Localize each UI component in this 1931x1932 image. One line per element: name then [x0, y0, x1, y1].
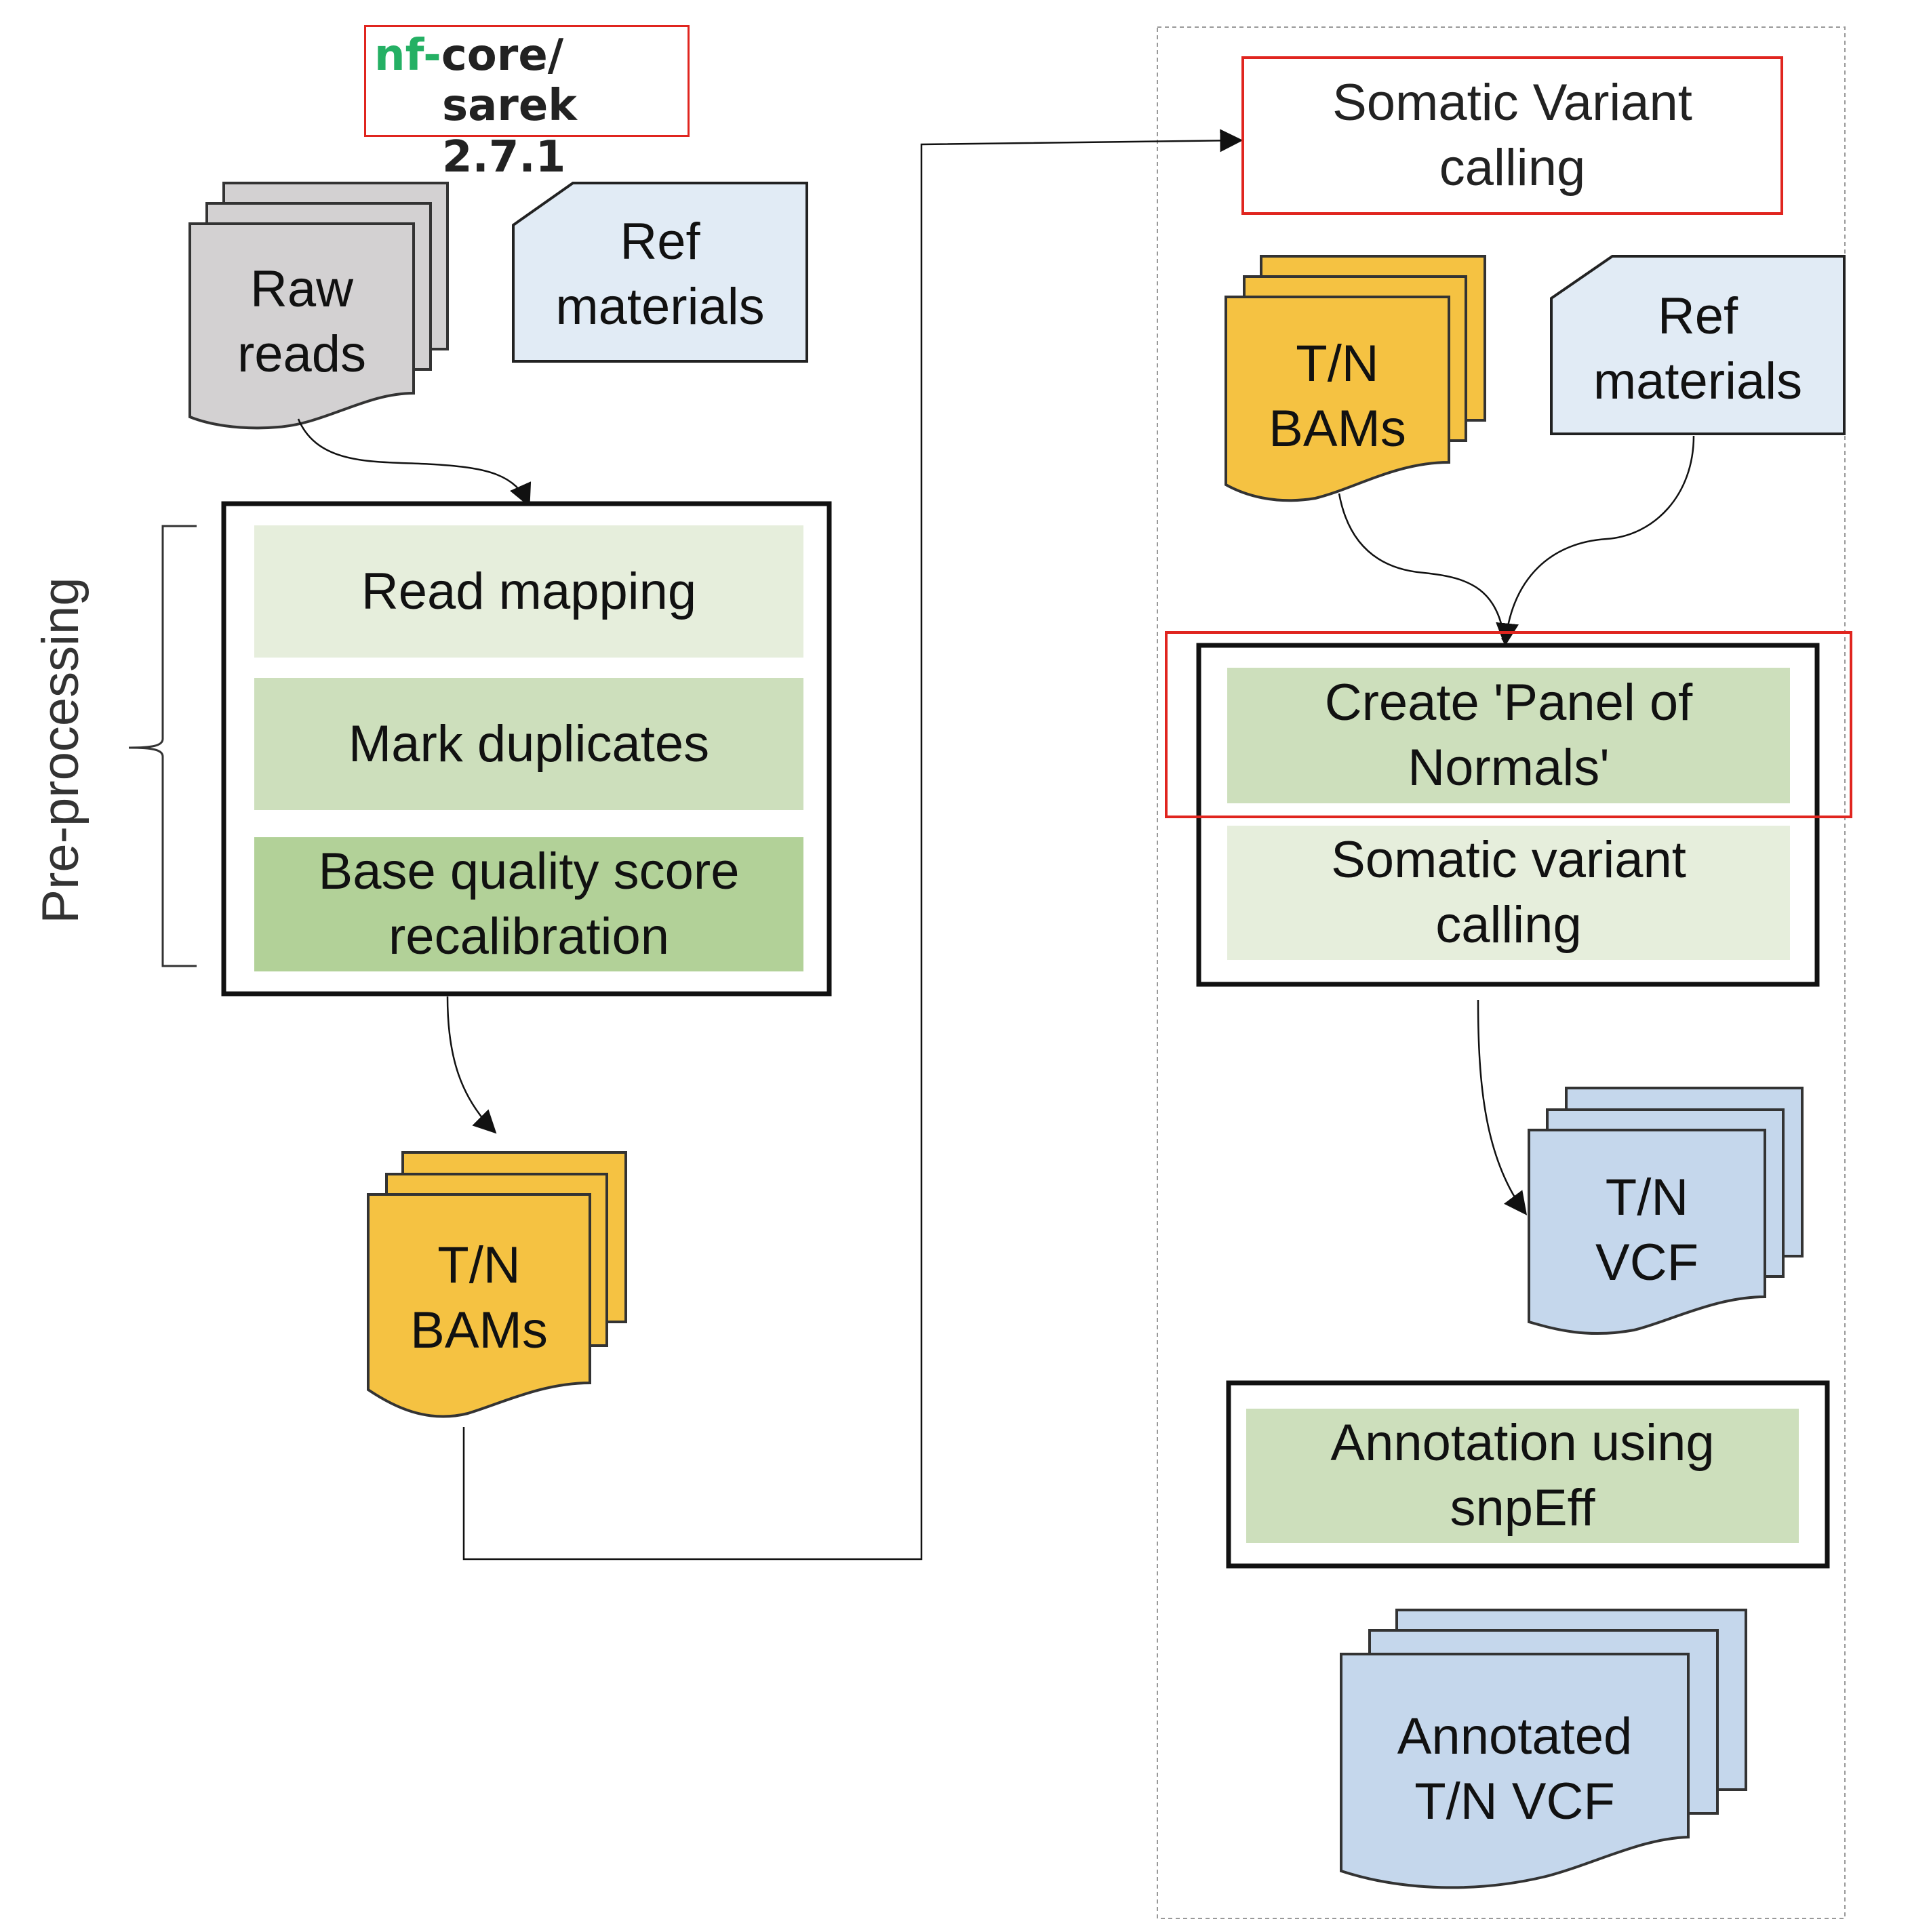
somatic-panel-border — [1157, 26, 1846, 1919]
ref-materials-right-shape — [1550, 255, 1846, 435]
logo-nf-core-text: nf-core/ — [374, 31, 563, 80]
nf-core-sarek-logo: nf-core/ sarek 2.7.1 — [364, 25, 690, 182]
step-pon-bg — [1227, 668, 1790, 803]
bams-left-label: T/N BAMs — [410, 1236, 548, 1359]
raw-reads-stack — [188, 182, 449, 430]
vcf-label: T/N VCF — [1595, 1169, 1698, 1291]
step-annotation-bg — [1246, 1409, 1799, 1543]
step-read-mapping: Read mapping — [361, 562, 697, 620]
arrow-bams-to-pon — [1338, 493, 1508, 645]
somatic-title: Somatic Variant calling — [1332, 74, 1692, 197]
step-bqsr: Base quality score recalibration — [318, 843, 740, 965]
preprocessing-label: Pre-processing — [32, 577, 89, 924]
arrow-preproc-to-bams — [446, 996, 497, 1134]
logo-core: core/ — [441, 31, 564, 81]
ref-materials-left-label: Ref materials — [555, 213, 765, 336]
annotated-vcf-stack — [1340, 1609, 1747, 1889]
logo-product-version: sarek 2.7.1 — [442, 81, 577, 182]
step-somatic-calling: Somatic variant calling — [1331, 831, 1686, 954]
step-mark-duplicates: Mark duplicates — [348, 715, 710, 773]
step-bqsr-bg — [254, 837, 803, 971]
step-mark-duplicates-bg — [254, 678, 803, 810]
ref-materials-left-shape — [512, 182, 808, 363]
step-read-mapping-bg — [254, 525, 803, 658]
preprocessing-brace — [128, 525, 197, 967]
logo-nf: nf- — [374, 31, 441, 81]
bams-right-label: T/N BAMs — [1269, 335, 1406, 458]
ref-materials-right-label: Ref materials — [1593, 287, 1803, 410]
somatic-title-box — [1241, 56, 1783, 215]
arrow-ref-to-pon — [1496, 435, 1695, 647]
step-somatic-calling-bg — [1227, 826, 1790, 960]
step-annotation: Annotation using snpEff — [1330, 1414, 1715, 1537]
bams-left-stack — [367, 1151, 627, 1418]
vcf-stack — [1528, 1087, 1804, 1335]
arrow-calling-to-vcf — [1477, 999, 1528, 1215]
pon-highlight — [1165, 631, 1852, 818]
raw-reads-label: Raw reads — [237, 260, 367, 383]
arrow-raw-to-preproc — [297, 418, 532, 508]
step-create-pon: Create 'Panel of Normals' — [1324, 674, 1693, 797]
connector-left-to-right — [462, 129, 1243, 1561]
annotated-vcf-label: Annotated T/N VCF — [1397, 1708, 1633, 1830]
bams-right-stack — [1225, 255, 1486, 502]
